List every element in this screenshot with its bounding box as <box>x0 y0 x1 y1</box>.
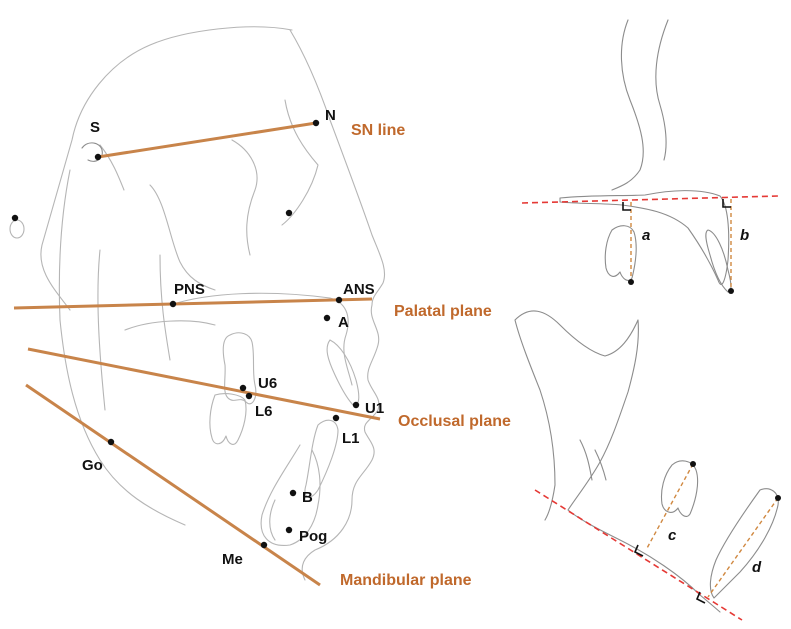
mandible-detail: c d <box>514 310 781 621</box>
ans-point <box>335 296 343 304</box>
a-point <box>323 314 331 322</box>
label-ans: ANS <box>343 281 375 298</box>
u6-point <box>239 384 247 392</box>
label-n: N <box>325 107 336 124</box>
sn-line <box>97 121 317 159</box>
go-point <box>107 438 115 446</box>
skull-tracing <box>9 26 386 581</box>
pog-point <box>285 526 293 534</box>
label-s: S <box>90 119 100 136</box>
label-measure-a: a <box>642 227 650 244</box>
l6-point <box>245 392 253 400</box>
label-a: A <box>338 314 349 331</box>
label-l6: L6 <box>255 403 273 420</box>
porion-point <box>11 214 19 222</box>
l1-point <box>332 414 340 422</box>
orbitale-point <box>285 209 293 217</box>
label-go: Go <box>82 457 103 474</box>
plane-labels: SN line Palatal plane Occlusal plane Man… <box>340 122 511 589</box>
label-sn-line: SN line <box>351 122 405 139</box>
perpendicular-d <box>707 497 779 598</box>
label-palatal-plane: Palatal plane <box>394 303 492 320</box>
label-l1: L1 <box>342 430 360 447</box>
pns-point <box>169 300 177 308</box>
landmark-labels: S N PNS ANS A U6 L6 U1 L1 Go B Pog Me <box>82 107 384 568</box>
occlusal-plane <box>27 347 381 421</box>
palatal-reference-line <box>521 195 779 204</box>
molar-tip-point <box>628 279 634 285</box>
label-u1: U1 <box>365 400 384 417</box>
label-pog: Pog <box>299 528 327 545</box>
lower-incisor-tip-point <box>775 495 781 501</box>
maxilla-detail: a b <box>521 19 779 294</box>
label-measure-c: c <box>668 527 677 544</box>
label-me: Me <box>222 551 243 568</box>
landmark-points <box>11 119 360 549</box>
n-point <box>312 119 320 127</box>
b-point <box>289 489 297 497</box>
u1-point <box>352 401 360 409</box>
label-u6: U6 <box>258 375 277 392</box>
mandibular-plane <box>25 383 321 587</box>
s-point <box>94 153 102 161</box>
reference-planes <box>13 121 381 587</box>
palatal-plane <box>13 297 373 310</box>
perpendicular-c <box>645 463 694 551</box>
label-mandibular-plane: Mandibular plane <box>340 572 472 589</box>
me-point <box>260 541 268 549</box>
lower-molar-tip-point <box>690 461 696 467</box>
label-measure-b: b <box>740 227 749 244</box>
incisor-tip-point <box>728 288 734 294</box>
label-b: B <box>302 489 313 506</box>
label-pns: PNS <box>174 281 205 298</box>
mandibular-reference-line <box>534 489 743 621</box>
label-occlusal-plane: Occlusal plane <box>398 413 511 430</box>
label-measure-d: d <box>752 559 762 576</box>
